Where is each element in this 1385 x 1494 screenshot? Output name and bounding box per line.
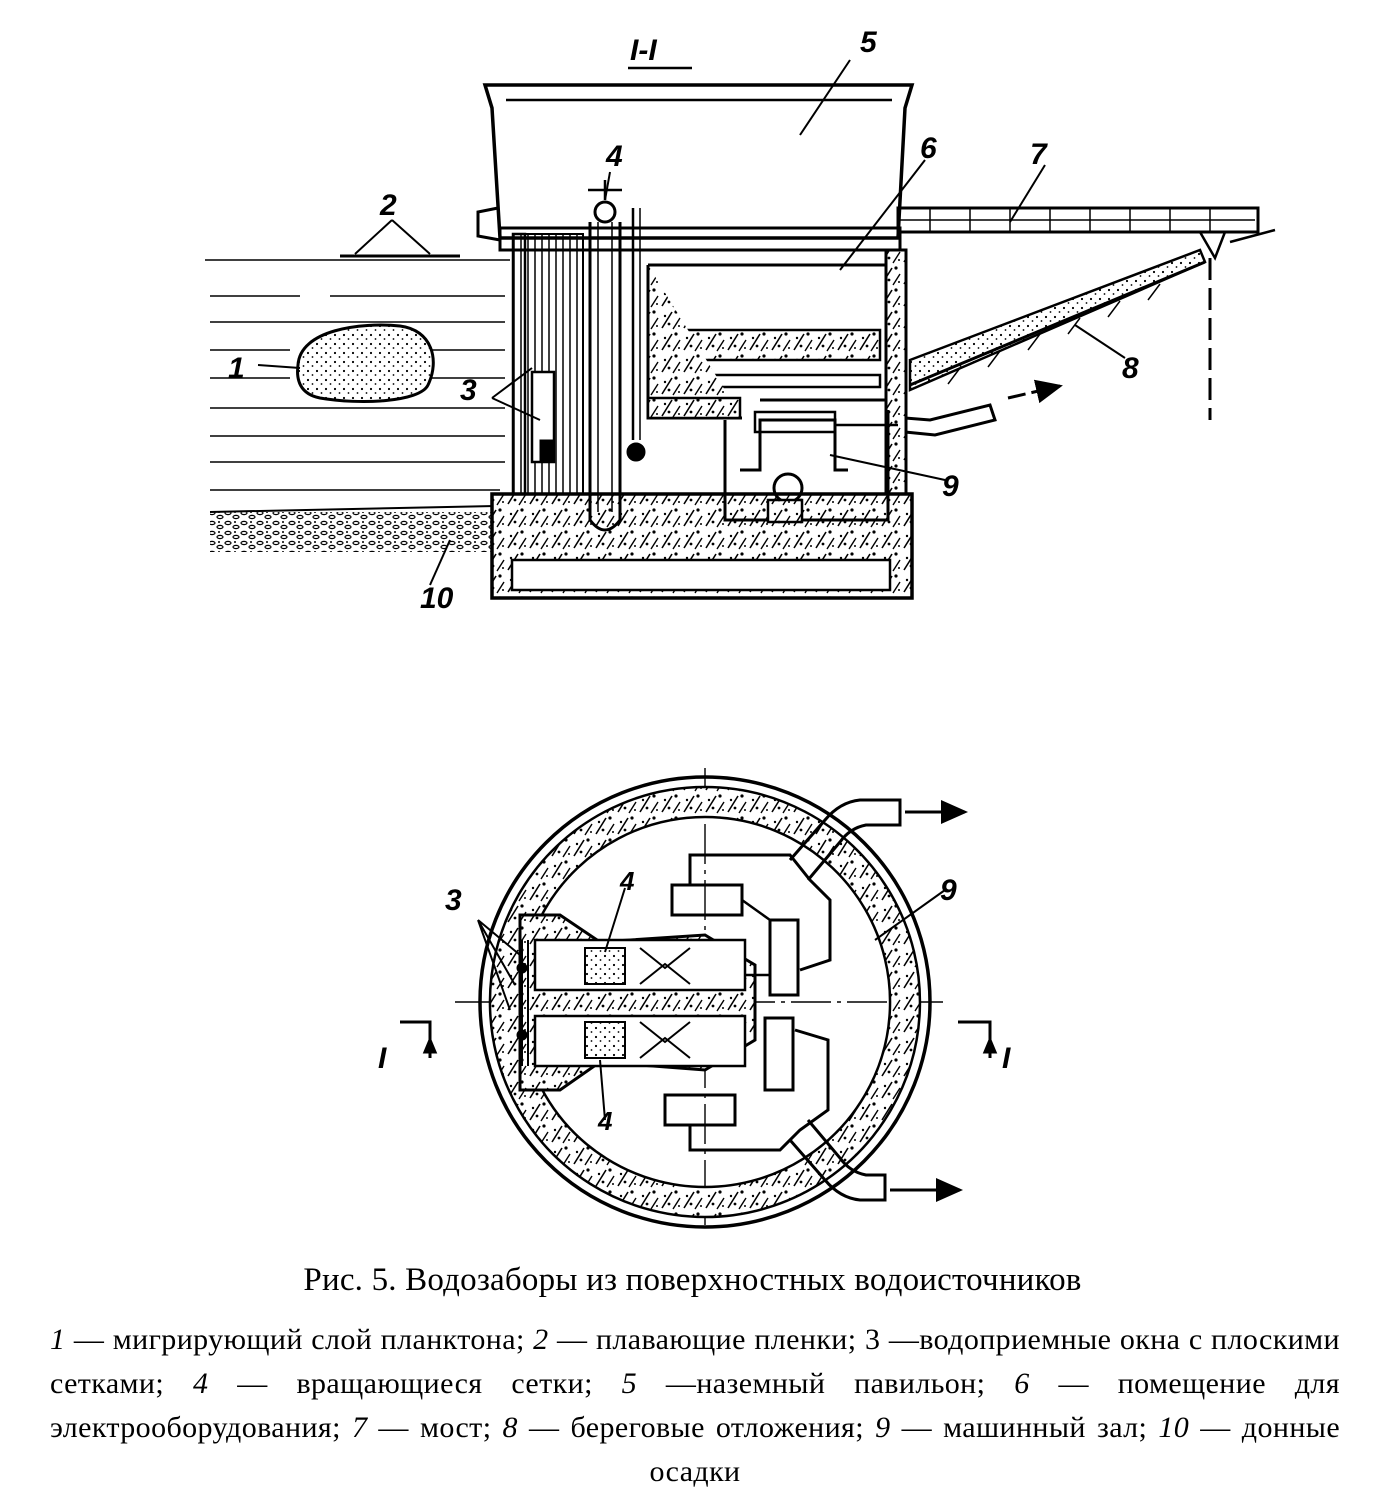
shore-deposits [908, 248, 1207, 392]
section-label: I-I [630, 34, 657, 67]
callout-7: 7 [1030, 138, 1048, 171]
legend-item: 8 — береговые отложения; [502, 1411, 876, 1444]
cut-label-left: I [378, 1042, 387, 1075]
water-intake-diagram: I-I [205, 26, 1276, 1229]
pavilion [476, 83, 915, 242]
legend-item: 6 — помещение для электрооборудования; [50, 1367, 1340, 1444]
callout-3: 3 [460, 374, 477, 407]
legend-item: 3 —водоприемные окна с плоскими сетками; [50, 1323, 1341, 1400]
rotating-screen [588, 180, 646, 532]
callout-4: 4 [605, 140, 623, 173]
water-body [205, 259, 510, 491]
outlet-pipe [904, 403, 997, 437]
legend-item: 5 —наземный павильон; [621, 1367, 1015, 1400]
callout-2: 2 [379, 189, 397, 222]
legend-item: 9 — машинный зал; [875, 1411, 1159, 1444]
callout-6: 6 [920, 132, 937, 165]
plan-callout-3: 3 [445, 884, 462, 917]
section-view: I-I [205, 26, 1276, 615]
figure-legend: 1 — мигрирующий слой планктона; 2 — плав… [50, 1318, 1340, 1494]
bottom-sediment [210, 512, 495, 552]
outlet-pipe-top [788, 798, 902, 881]
legend-item: 4 — вращающиеся сетки; [192, 1367, 622, 1400]
screen-chamber [516, 913, 757, 1092]
callout-5: 5 [860, 26, 878, 59]
plan-callout-9: 9 [940, 874, 957, 907]
machine-hall [723, 379, 1063, 524]
well-wall-left [511, 232, 527, 496]
wall-ring [488, 785, 922, 1219]
pumps [663, 798, 968, 1202]
legend-item: 1 — мигрирующий слой планктона; [50, 1323, 534, 1356]
figure-caption: Рис. 5. Водозаборы из поверхностных водо… [303, 1262, 1082, 1298]
plan-callout-4-top: 4 [619, 866, 635, 896]
outlet-pipe-bottom [788, 1119, 887, 1202]
callout-8: 8 [1122, 352, 1139, 385]
cut-label-right: I [1002, 1042, 1011, 1075]
plankton-layer [296, 323, 435, 403]
bridge [896, 206, 1276, 420]
legend-item: 7 — мост; [351, 1411, 503, 1444]
plan-view: 3 4 4 9 I I [378, 768, 1011, 1229]
section-cut-marks [400, 1020, 998, 1058]
plan-callout-4-bottom: 4 [597, 1106, 613, 1136]
electrical-room [646, 263, 888, 420]
callout-10: 10 [420, 582, 454, 615]
legend-item: 10 — донные осадки [649, 1411, 1341, 1488]
callout-9: 9 [942, 470, 959, 503]
callout-1: 1 [228, 352, 245, 385]
legend-item: 2 — плавающие пленки; [533, 1323, 865, 1356]
